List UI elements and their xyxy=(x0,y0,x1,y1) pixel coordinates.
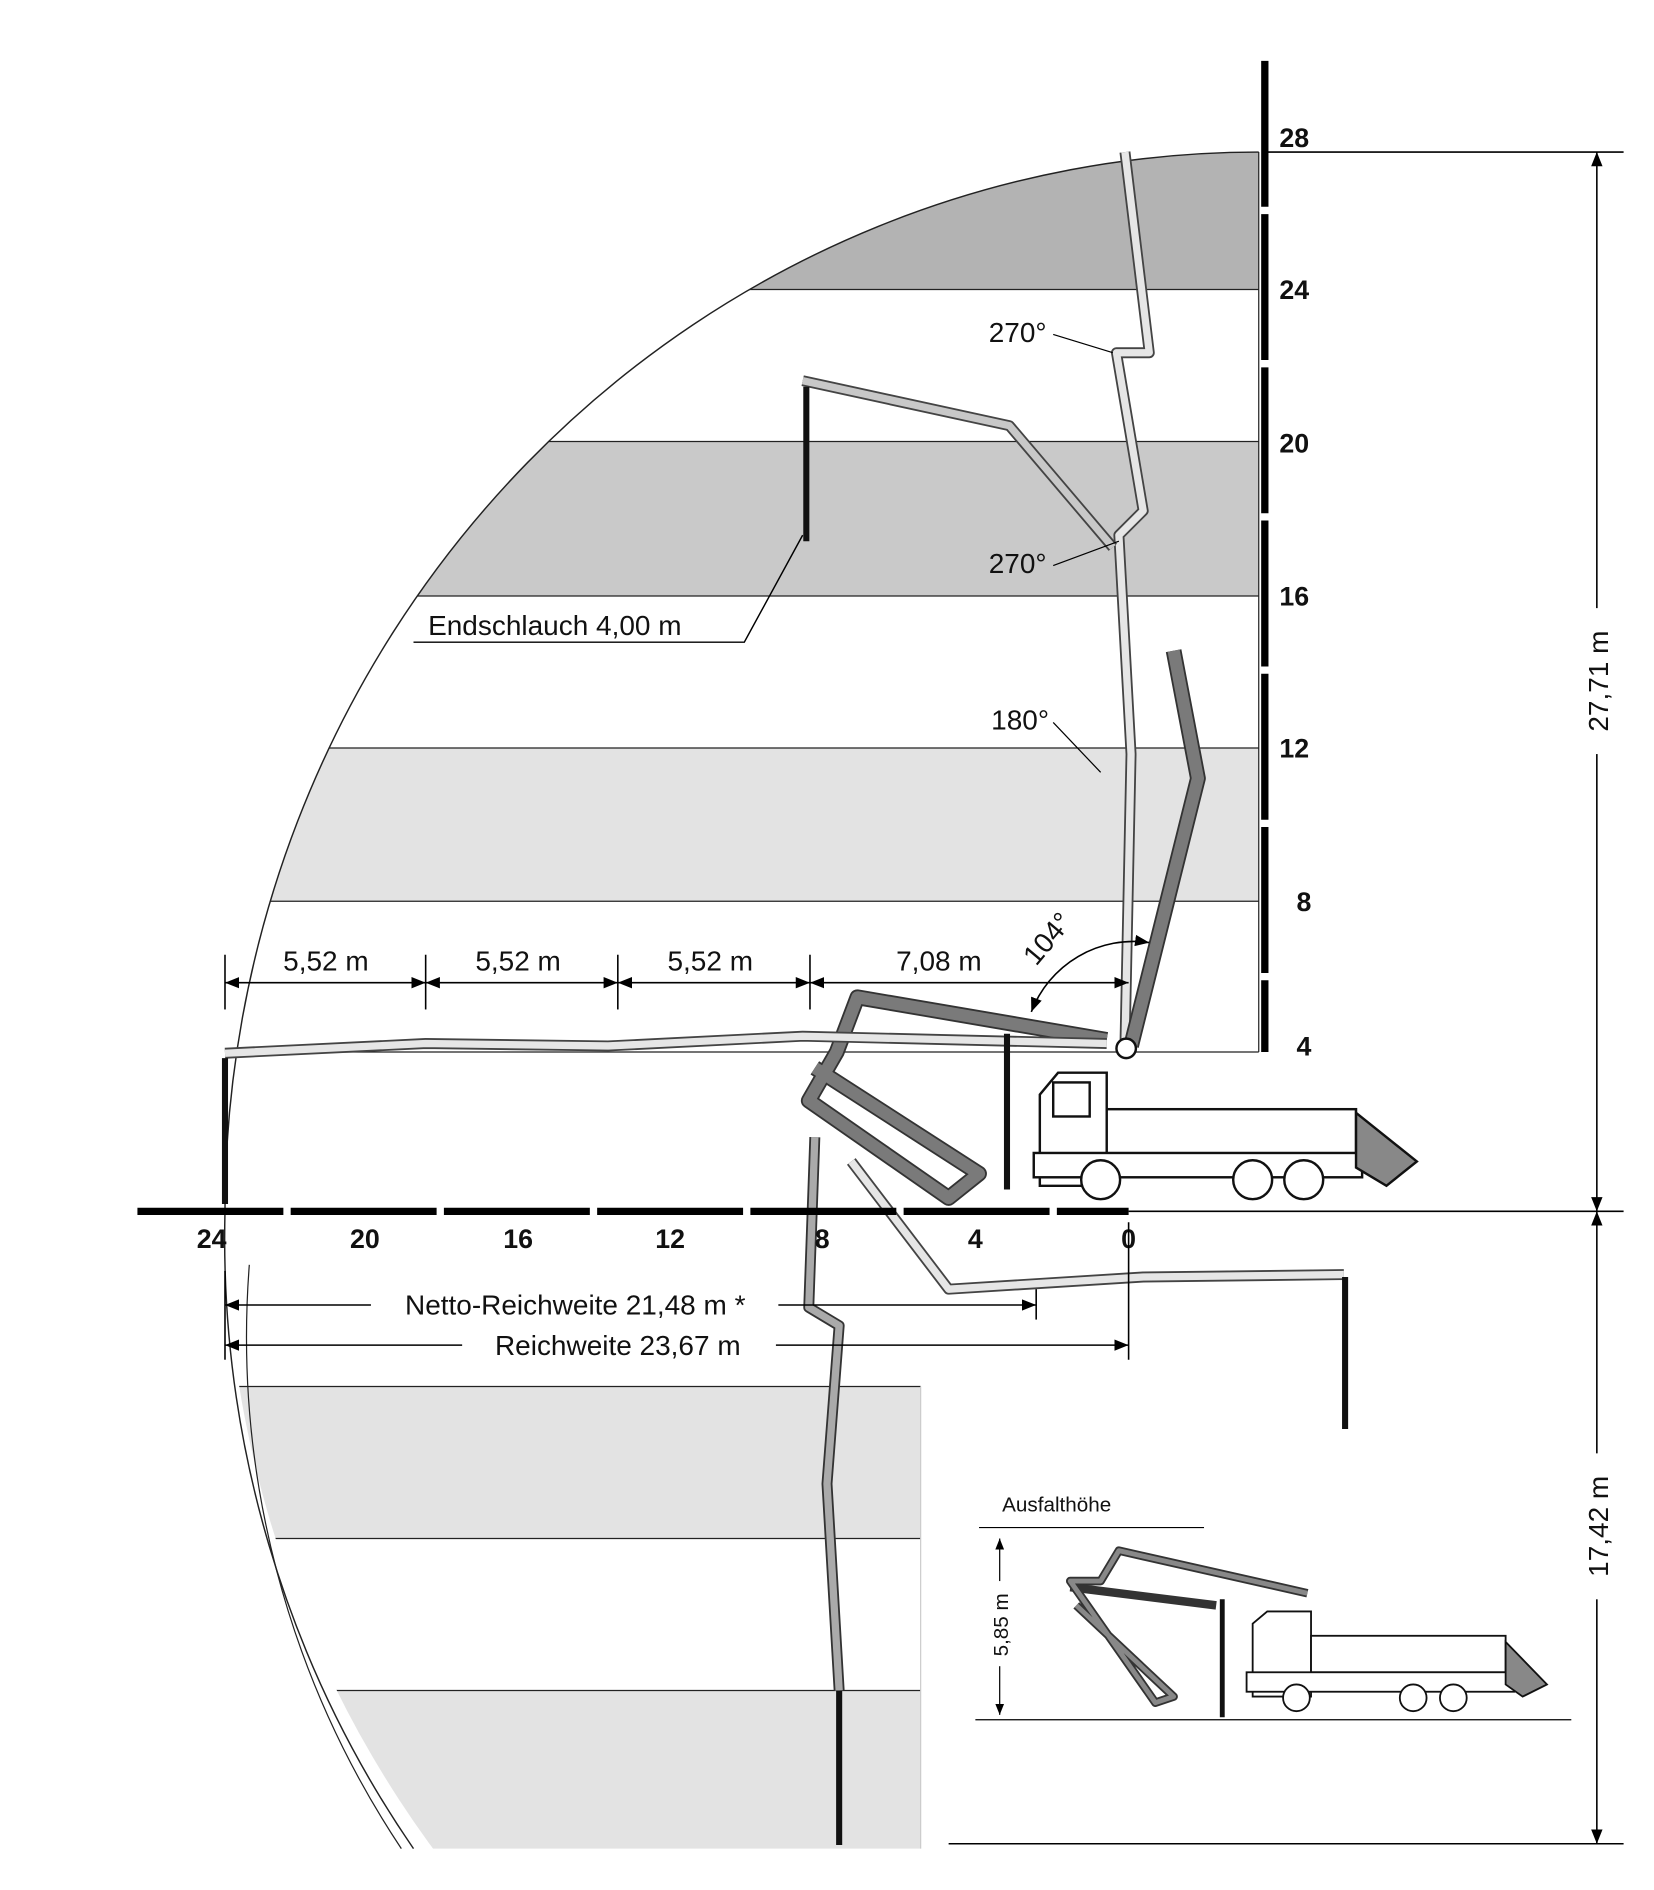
joint-angle-label: 270° xyxy=(989,548,1047,579)
reach-tick: 20 xyxy=(350,1224,380,1254)
inset-height: 5,85 m xyxy=(990,1593,1013,1656)
working-range-bands xyxy=(224,152,1259,1849)
reach-label: Reichweite 23,67 m xyxy=(495,1330,741,1361)
joint-angle-label: 270° xyxy=(989,317,1047,348)
height-tick: 16 xyxy=(1279,582,1309,612)
reach-tick: 16 xyxy=(503,1224,533,1254)
joint-angle-label: 104° xyxy=(1017,906,1078,970)
height-tick: 4 xyxy=(1296,1032,1311,1062)
reach-tick: 8 xyxy=(815,1224,830,1254)
joint-angle-label: 180° xyxy=(991,705,1049,736)
height-tick: 12 xyxy=(1279,734,1309,764)
height-tick: 8 xyxy=(1296,887,1311,917)
reach-axis: 24 20 16 12 8 4 0 xyxy=(137,1207,1136,1254)
max-height-dimension: 27,71 m xyxy=(1583,631,1614,732)
height-tick: 20 xyxy=(1279,428,1309,458)
inset-title: Ausfalthöhe xyxy=(1002,1494,1111,1517)
reach-tick: 4 xyxy=(968,1224,983,1254)
reach-tick: 12 xyxy=(655,1224,685,1254)
net-reach-label: Netto-Reichweite 21,48 m * xyxy=(405,1290,746,1321)
reach-envelope xyxy=(223,151,1259,1850)
boom-positions xyxy=(224,151,1344,1691)
segment-length: 5,52 m xyxy=(475,946,561,977)
segment-length: 5,52 m xyxy=(283,946,369,977)
height-axis: 28 24 20 16 12 8 4 xyxy=(1261,60,1311,1062)
reach-tick: 24 xyxy=(197,1224,227,1254)
height-tick: 24 xyxy=(1279,275,1309,305)
height-tick: 28 xyxy=(1279,123,1309,153)
segment-length: 5,52 m xyxy=(667,946,753,977)
truck-icon xyxy=(1032,1037,1419,1201)
segment-length: 7,08 m xyxy=(896,946,982,977)
max-depth-dimension: 17,42 m xyxy=(1583,1476,1614,1577)
end-hoses xyxy=(221,386,1349,1845)
unfolding-height-inset: Ausfalthöhe 5,85 m xyxy=(975,1494,1572,1721)
endhose-label: Endschlauch 4,00 m xyxy=(428,610,681,641)
